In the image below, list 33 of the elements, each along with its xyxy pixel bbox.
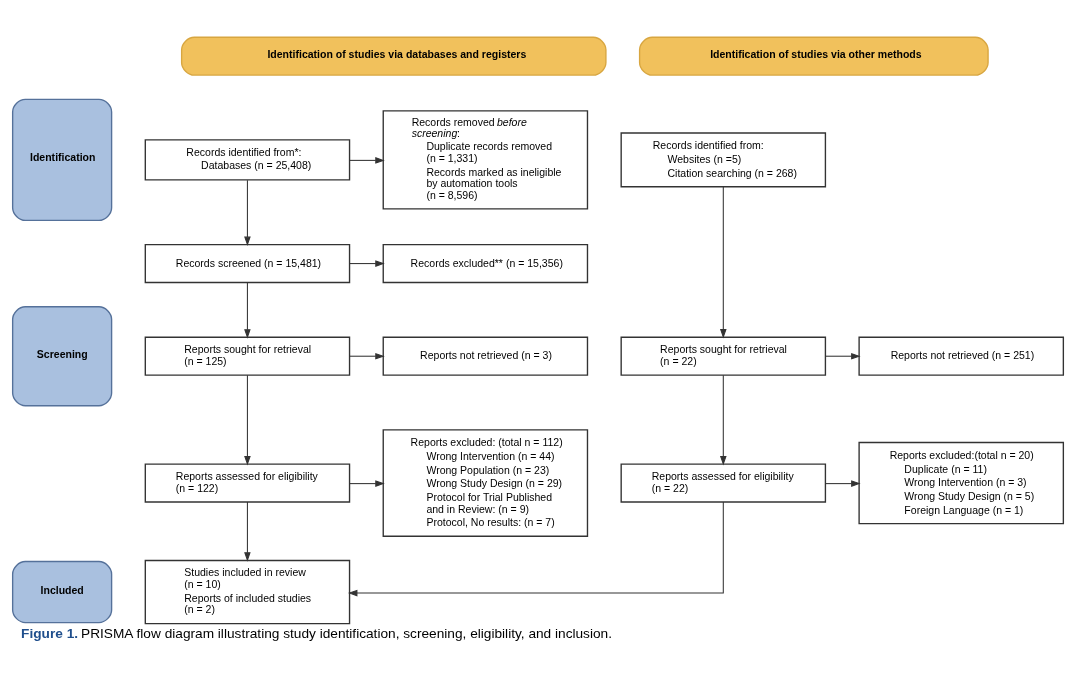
arrow <box>349 352 385 360</box>
arrow <box>349 260 385 267</box>
node-box: Records removed before screening: Duplicate records removed (n = 1,331) Records marked as ineligible by automation tools (n = 8,596) <box>382 110 589 210</box>
arrow <box>825 352 861 360</box>
node-box: Reports excluded:(total n = 20) Duplicate (n = 11) Wrong Intervention (n = 3) Wrong Study Design (n = 5) Foreign Language (n = 1) <box>858 441 1065 525</box>
arrow <box>720 374 727 466</box>
caption: Figure 1. PRISMA flow diagram illustrating study identification, screening, eligibility, and inclusion. <box>21 625 613 641</box>
node-box: Reports excluded: (total n = 112) Wrong Intervention (n = 44) Wrong Population (n = 23) Wrong Study Design (n = 29) Protocol for Trial Published and in Review: (n = 9) Protocol, No results: (n = 7) <box>382 429 589 537</box>
node-box: Identification <box>11 98 113 222</box>
node-box: Identification of studies via other methods <box>638 36 989 76</box>
arrow <box>349 157 385 164</box>
node-box: Records screened (n = 15,481) <box>144 243 351 284</box>
arrow <box>720 186 727 339</box>
node-box: Screening <box>11 306 113 407</box>
arrow <box>349 480 385 487</box>
node-box: Reports sought for retrieval (n = 22) <box>620 336 827 376</box>
arrow <box>825 480 861 487</box>
node-box: Included <box>11 560 113 624</box>
arrow <box>244 374 251 466</box>
node-box: Records identified from*: Databases (n = 25,408) <box>144 139 351 181</box>
node-box: Reports assessed for eligibility (n = 22) <box>620 463 827 503</box>
arrow <box>347 501 724 597</box>
node-box: Reports assessed for eligibility (n = 122) <box>144 463 351 503</box>
node-box: Studies included in review (n = 10) Reports of included studies (n = 2) <box>144 559 351 625</box>
node-box: Records excluded** (n = 15,356) <box>382 243 589 284</box>
node-box: Identification of studies via databases and registers <box>180 36 607 76</box>
node-box: Reports not retrieved (n = 251) <box>858 336 1065 376</box>
arrow <box>244 282 251 339</box>
arrow <box>244 501 251 562</box>
arrow <box>244 179 251 247</box>
node-box: Reports not retrieved (n = 3) <box>382 336 589 376</box>
node-box: Records identified from: Websites (n =5) Citation searching (n = 268) <box>620 132 827 188</box>
node-box: Reports sought for retrieval (n = 125) <box>144 336 351 376</box>
